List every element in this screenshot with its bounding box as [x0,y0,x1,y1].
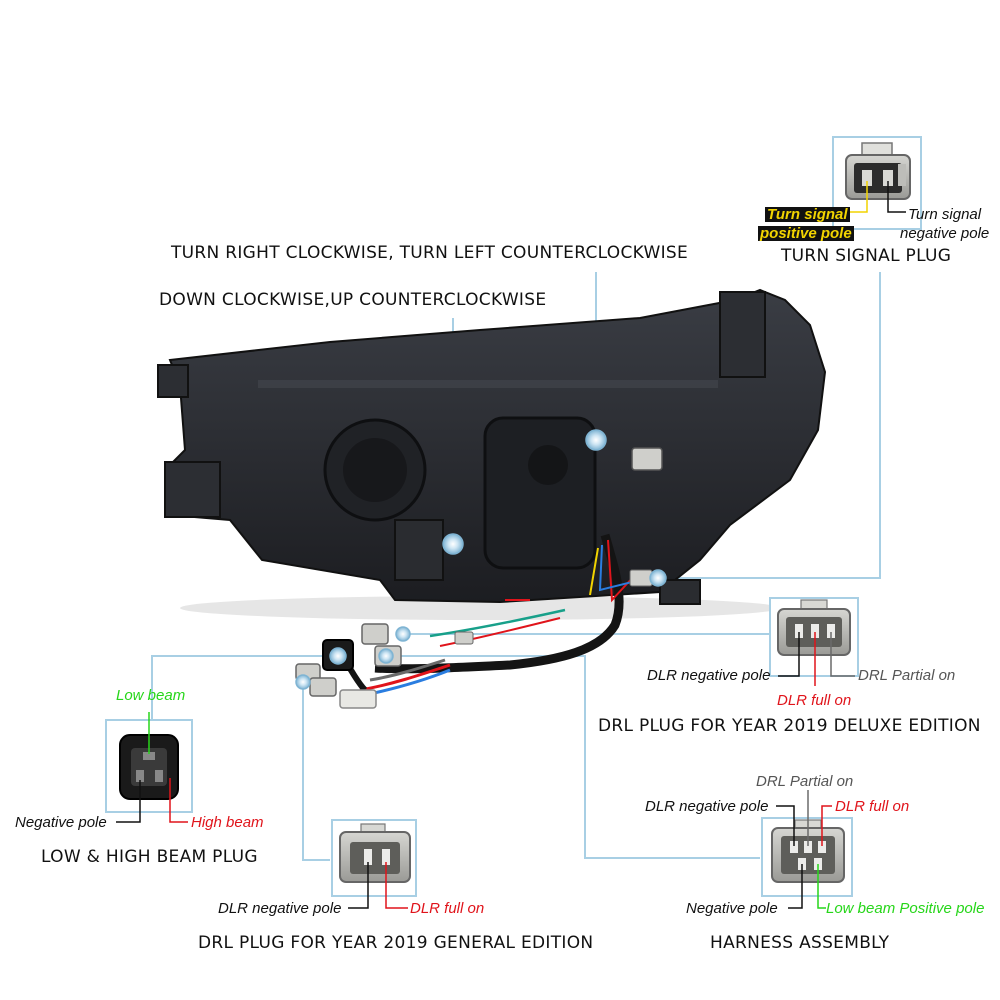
beam-high-beam-label: High beam [191,814,264,831]
drl-deluxe-plug-icon [769,597,859,677]
beam-plug-title: LOW & HIGH BEAM PLUG [41,847,258,867]
harness-negative-label: Negative pole [686,900,778,917]
dot-vertical-adjuster [442,533,464,555]
turn-signal-negative-label-line2: negative pole [900,225,990,242]
harness-assembly-leaders [776,790,832,909]
drl-general-leaders [348,862,408,909]
harness-partial-on-label: DRL Partial on [756,773,854,790]
drl-general-plug-title: DRL PLUG FOR YEAR 2019 GENERAL EDITION [198,933,594,953]
wiring-harness [337,533,641,698]
dot-horizontal-adjuster [585,429,607,451]
drl-deluxe-leaders [778,632,855,686]
harness-low-beam-positive-label: Low beam Positive pole [826,900,985,917]
turn-signal-plug-title: TURN SIGNAL PLUG [781,246,952,266]
drl-general-plug-icon [331,819,417,897]
dot-beam-plug [329,647,347,665]
dot-drl-deluxe-plug [395,626,411,642]
harness-assembly-title: HARNESS ASSEMBLY [710,933,890,953]
beam-negative-label: Negative pole [15,814,107,831]
turn-signal-positive-label-line2: positive pole [758,225,854,242]
harness-full-on-label: DLR full on [835,798,910,815]
drl-deluxe-plug-title: DRL PLUG FOR YEAR 2019 DELUXE EDITION [598,716,981,736]
drl-general-full-on-label: DLR full on [410,900,485,917]
drl-deluxe-negative-label: DLR negative pole [647,667,771,684]
harness-assembly-plug-icon [761,817,853,897]
turn-signal-leaders [850,181,906,213]
horizontal-adjust-instruction: TURN RIGHT CLOCKWISE, TURN LEFT COUNTERC… [171,243,689,263]
drl-general-negative-label: DLR negative pole [218,900,342,917]
turn-signal-positive-label-line1: Turn signal [765,206,850,223]
dot-harness-assembly [378,648,394,664]
callout-dots [295,429,667,690]
turn-signal-negative-label-line1: Turn signal [908,206,982,223]
dot-turn-signal-plug [649,569,667,587]
harness-connectors [295,569,653,709]
drl-deluxe-partial-on-label: DRL Partial on [858,667,956,684]
harness-drl-negative-label: DLR negative pole [645,798,769,815]
turn-signal-plug-icon [832,136,922,230]
drl-deluxe-full-on-label: DLR full on [777,692,852,709]
dot-drl-general-plug [295,674,311,690]
beam-plug-leaders [116,712,188,823]
headlight-housing [157,288,827,620]
beam-low-beam-label: Low beam [116,687,186,704]
vertical-adjust-instruction: DOWN CLOCKWISE,UP COUNTERCLOCKWISE [159,290,547,310]
